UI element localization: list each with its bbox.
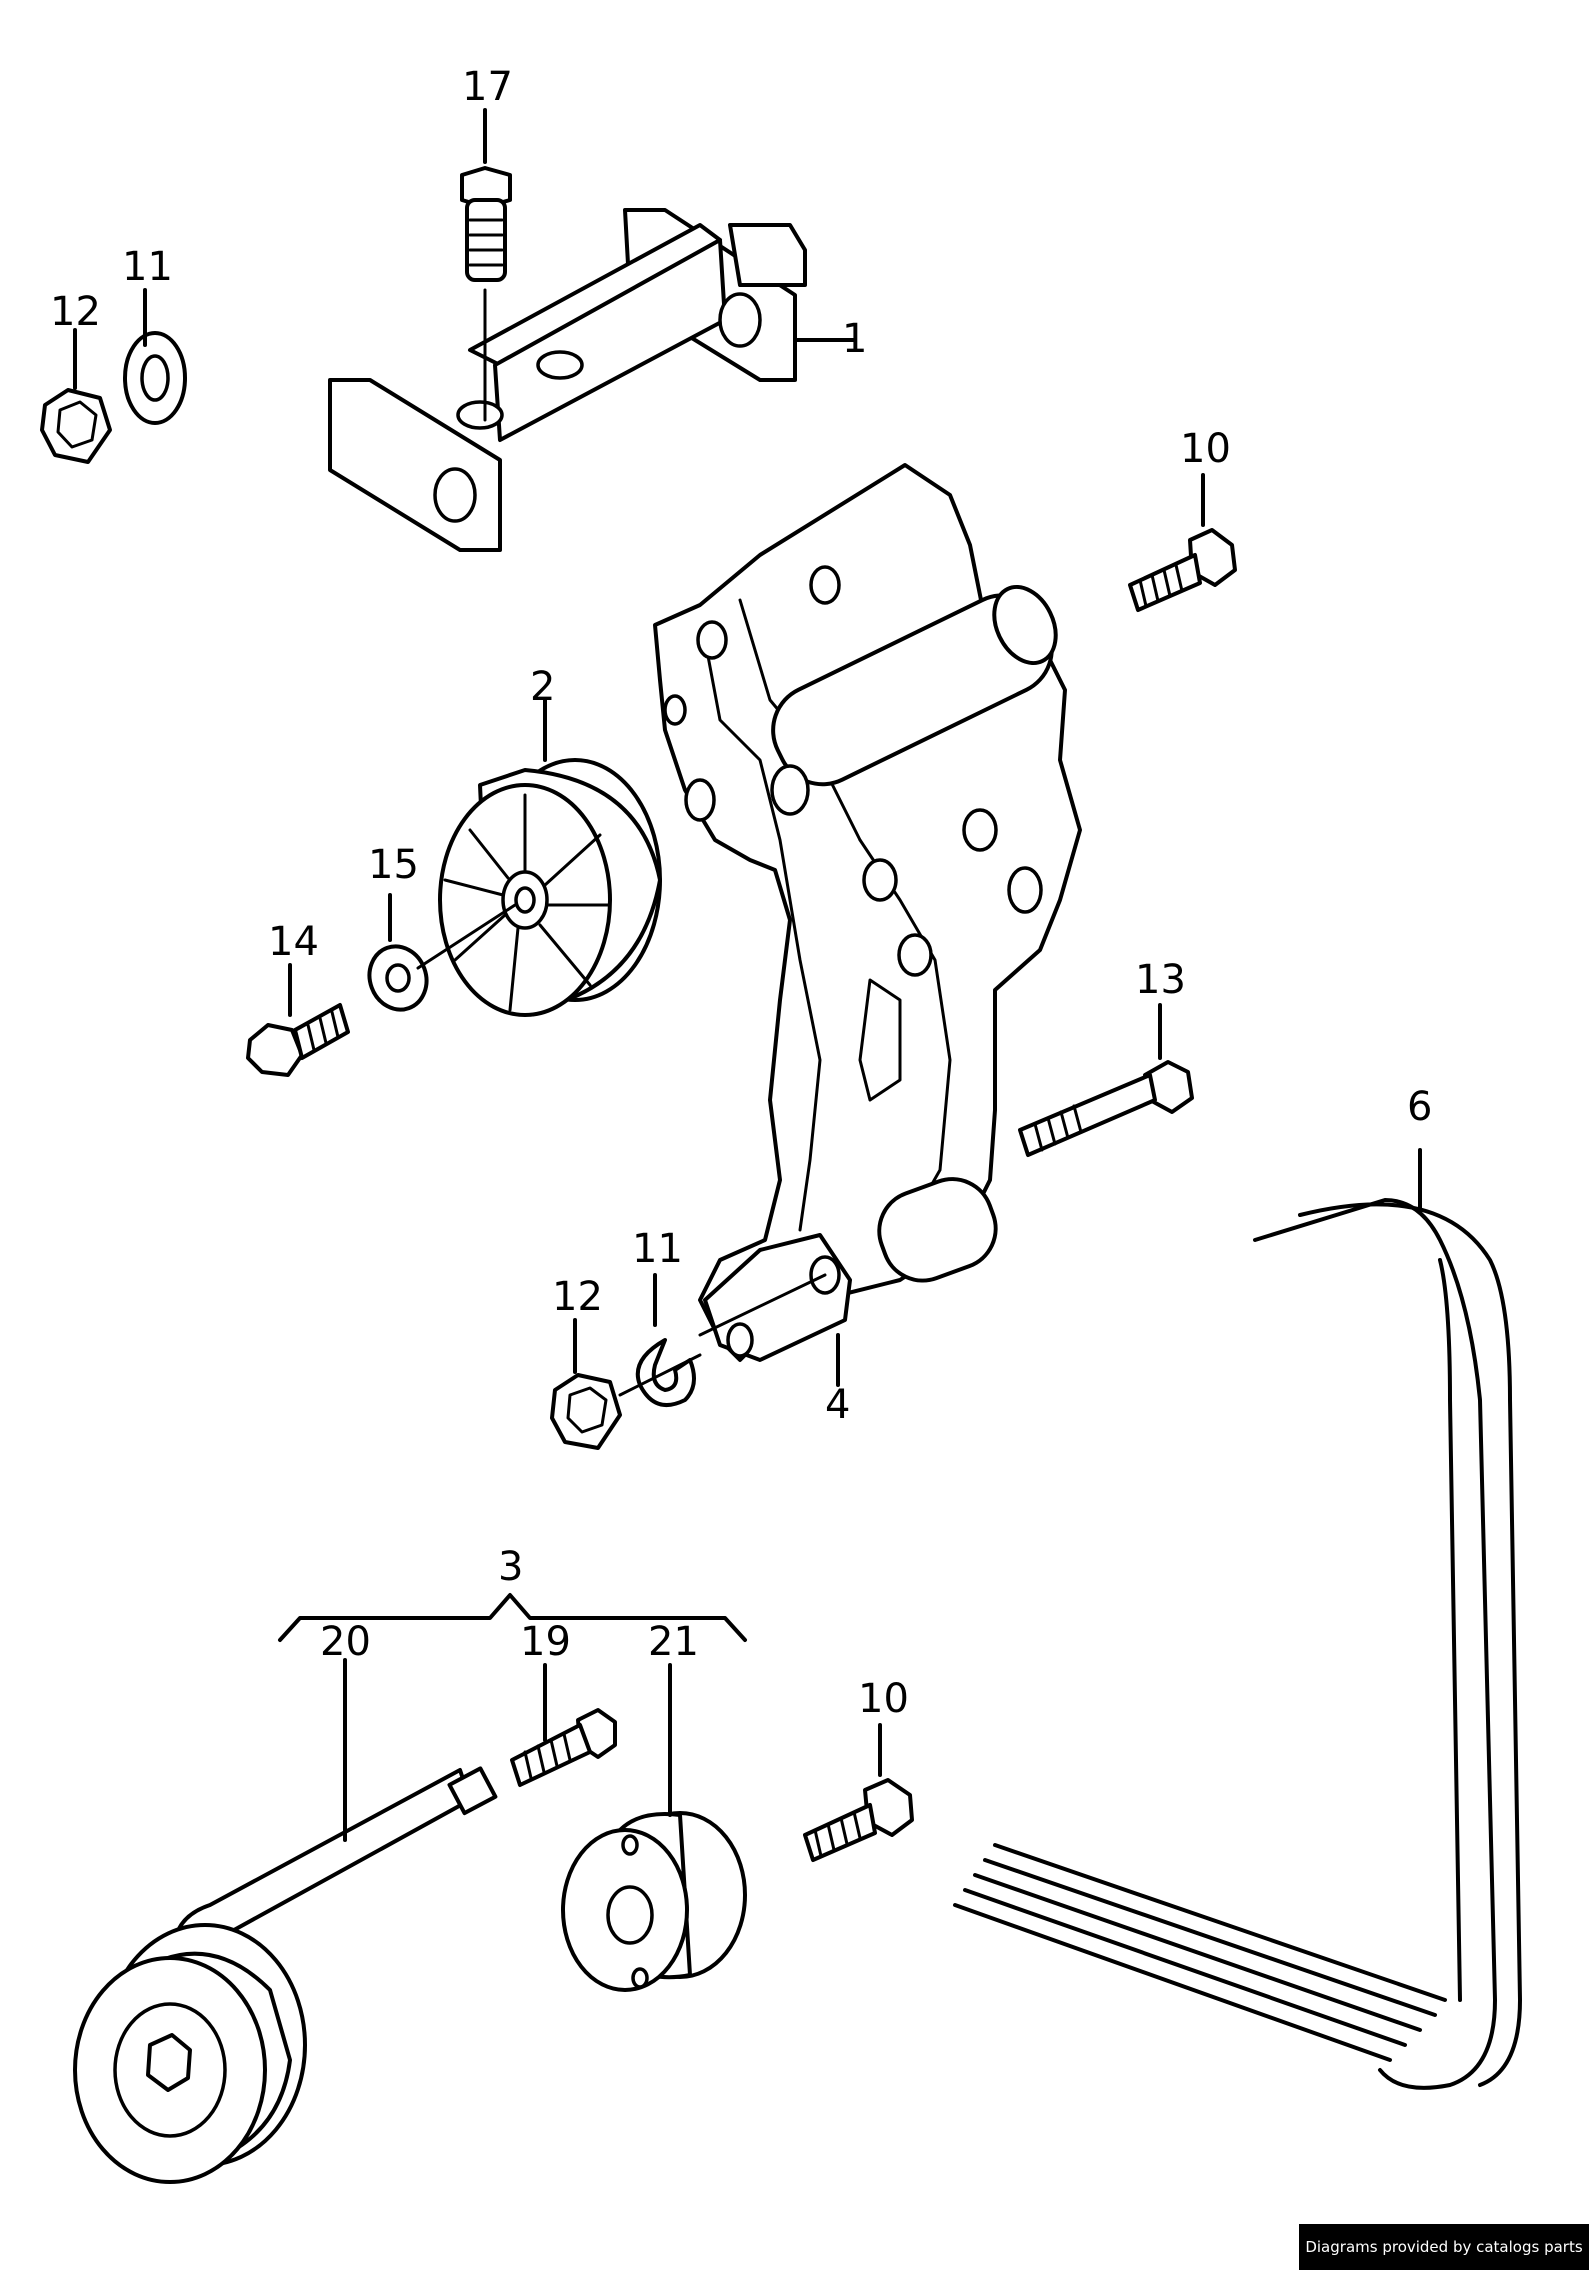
part-12-nut-top	[40, 328, 112, 464]
callout-19: 19	[520, 1619, 571, 1665]
part-3-bracket	[278, 1593, 747, 1642]
callout-3: 3	[498, 1544, 523, 1590]
callout-12-top: 12	[50, 289, 101, 335]
part-11-washer-top	[123, 288, 187, 425]
credit-label: Diagrams provided by catalogs parts	[1299, 2224, 1589, 2270]
part-13-bolt	[1018, 1003, 1194, 1157]
part-11-washer-mid	[618, 1273, 702, 1407]
part-19-bolt	[510, 1663, 617, 1787]
part-20-tensioner-arm	[73, 1658, 498, 2184]
callout-11-mid: 11	[632, 1226, 683, 1272]
part-4-main-bracket	[653, 463, 1082, 1387]
callout-11-top: 11	[122, 244, 173, 290]
callout-6: 6	[1407, 1084, 1432, 1130]
part-1-bracket	[328, 208, 857, 552]
callout-21: 21	[648, 1619, 699, 1665]
part-2-pulley	[438, 698, 662, 1017]
callout-2: 2	[530, 664, 555, 710]
callout-20: 20	[320, 1619, 371, 1665]
callout-10-bottom: 10	[858, 1676, 909, 1722]
part-15-washer	[367, 893, 517, 1012]
part-10-bolt-bottom	[803, 1723, 914, 1862]
callout-14: 14	[268, 919, 319, 965]
part-10-bolt-top	[1128, 473, 1237, 612]
part-6-belt	[953, 1148, 1522, 2090]
part-12-nut-mid	[550, 1318, 622, 1450]
part-21-idler	[561, 1663, 747, 1992]
callout-15: 15	[368, 842, 419, 888]
part-14-bolt	[246, 963, 350, 1077]
callout-1: 1	[842, 316, 867, 362]
callout-17: 17	[462, 64, 513, 110]
callout-10-top: 10	[1180, 426, 1231, 472]
callout-4: 4	[825, 1382, 850, 1428]
part-17-bolt	[460, 108, 512, 422]
callout-12-mid: 12	[552, 1274, 603, 1320]
callout-13: 13	[1135, 957, 1186, 1003]
